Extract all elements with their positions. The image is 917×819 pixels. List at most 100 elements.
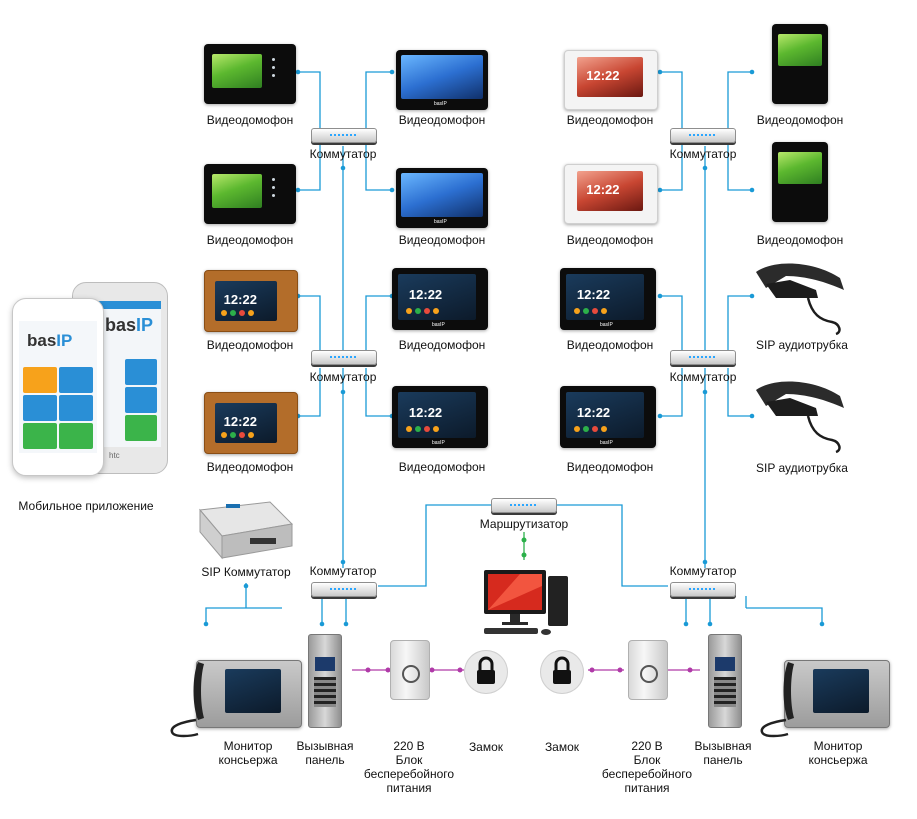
ups-power-supply — [390, 640, 430, 700]
videophone-label: Видеодомофон — [566, 113, 654, 127]
screen-clock: 12:22 — [586, 68, 620, 84]
app-tile — [125, 387, 157, 413]
sip-switch-label: SIP Коммутатор — [201, 565, 291, 579]
videophone-label: Видеодомофон — [206, 460, 294, 474]
network-switch — [670, 128, 736, 143]
phone-logo-bas: bas — [105, 315, 137, 335]
switch-label: Коммутатор — [309, 147, 377, 161]
call-panel — [308, 634, 342, 728]
videophone-label: Видеодомофон — [756, 233, 844, 247]
videophone-label: Видеодомофон — [206, 233, 294, 247]
videophone-screen — [212, 174, 262, 208]
screen-clock: 12:22 — [586, 182, 620, 198]
sip-handset-icon — [756, 263, 844, 336]
videophone-black — [204, 164, 296, 224]
screen-clock: 12:22 — [576, 286, 611, 302]
videophone-screen: 12:22 — [215, 403, 277, 443]
ups-power-supply — [628, 640, 668, 700]
concierge-monitor — [784, 660, 890, 728]
call-panel-label: Вызывная панель — [688, 739, 758, 767]
concierge-monitor-label: Монитор консьержа — [796, 739, 880, 767]
call-panel-label-line1: Вызывная — [694, 739, 752, 753]
app-tile — [23, 367, 57, 393]
router-label: Маршрутизатор — [479, 517, 569, 531]
videophone-label: Видеодомофон — [566, 338, 654, 352]
videophone-screen — [212, 54, 262, 88]
concierge-monitor-label-line2: консьержа — [218, 753, 278, 767]
concierge-monitor-label-line1: Монитор — [223, 739, 273, 753]
videophone-label: Видеодомофон — [566, 233, 654, 247]
ups-label-line4: питания — [624, 781, 670, 795]
videophone-label: Видеодомофон — [756, 113, 844, 127]
network-switch — [670, 582, 736, 597]
phone-logo-bas: bas — [27, 331, 57, 350]
videophone-black: basIP — [396, 50, 488, 110]
phone-logo: basIP — [105, 315, 153, 336]
videophone-label: Видеодомофон — [398, 338, 486, 352]
phone-screen: basIP — [19, 321, 97, 453]
videophone-label: Видеодомофон — [206, 113, 294, 127]
videophone-label: Видеодомофон — [398, 113, 486, 127]
concierge-handset-icon — [760, 662, 794, 738]
brand-logo: basIP — [434, 219, 447, 225]
ups-label-line3: бесперебойного — [363, 767, 455, 781]
lock-icon — [464, 650, 508, 694]
ups-label: 220 В Блок бесперебойного питания — [354, 739, 464, 795]
concierge-monitor-label-line1: Монитор — [813, 739, 863, 753]
app-tile — [23, 395, 57, 421]
phone-logo-ip: IP — [136, 315, 154, 335]
videophone-screen: 12:22 — [566, 392, 644, 438]
videophone-white: 12:22 — [564, 164, 658, 224]
touch-buttons — [272, 178, 275, 197]
videophone-white: 12:22 — [564, 50, 658, 110]
switch-label: Коммутатор — [669, 147, 737, 161]
app-tile — [125, 415, 157, 441]
videophone-label: Видеодомофон — [398, 233, 486, 247]
sip-handset-label: SIP аудиотрубка — [756, 338, 848, 352]
sip-handset-label: SIP аудиотрубка — [756, 461, 848, 475]
videophone-black-vertical — [772, 24, 828, 104]
ups-label-line3: бесперебойного — [601, 767, 693, 781]
videophone-black-vertical — [772, 142, 828, 222]
phone-logo-ip: IP — [56, 331, 73, 350]
phone-brand-text: htc — [109, 451, 120, 460]
videophone-screen — [401, 173, 483, 217]
ups-label-line1: 220 В — [631, 739, 663, 753]
videophone-wood: 12:22 — [204, 270, 298, 332]
brand-logo: basIP — [600, 322, 613, 328]
ups-label-line1: 220 В — [393, 739, 425, 753]
lock-label: Замок — [468, 740, 504, 754]
videophone-screen: 12:22 — [577, 171, 643, 211]
videophone-screen — [778, 152, 822, 184]
ups-label-line4: питания — [386, 781, 432, 795]
network-switch — [311, 582, 377, 597]
call-panel-label: Вызывная панель — [290, 739, 360, 767]
switch-label: Коммутатор — [669, 370, 737, 384]
ups-label-line2: Блок — [395, 753, 423, 767]
videophone-screen — [778, 34, 822, 66]
videophone-screen: 12:22 — [398, 392, 476, 438]
ups-label-line2: Блок — [633, 753, 661, 767]
videophone-black: 12:22 basIP — [560, 268, 656, 330]
videophone-black — [204, 44, 296, 104]
call-panel-label-line2: панель — [703, 753, 743, 767]
network-switch — [670, 350, 736, 365]
phone-logo: basIP — [27, 331, 72, 351]
videophone-black: 12:22 basIP — [560, 386, 656, 448]
brand-logo: basIP — [434, 101, 447, 107]
concierge-monitor-label: Монитор консьержа — [206, 739, 290, 767]
app-tile — [59, 367, 93, 393]
app-tile — [125, 359, 157, 385]
videophone-label: Видеодомофон — [566, 460, 654, 474]
app-tile — [59, 423, 93, 449]
app-tile — [59, 395, 93, 421]
ups-label: 220 В Блок бесперебойного питания — [592, 739, 702, 795]
screen-clock: 12:22 — [408, 286, 443, 302]
sip-handset-icon — [756, 381, 844, 454]
videophone-screen: 12:22 — [215, 281, 277, 321]
videophone-screen: 12:22 — [398, 274, 476, 320]
mobile-app-label: Мобильное приложение — [18, 499, 154, 513]
videophone-black: 12:22 basIP — [392, 268, 488, 330]
smartphone-front: basIP — [12, 298, 104, 476]
